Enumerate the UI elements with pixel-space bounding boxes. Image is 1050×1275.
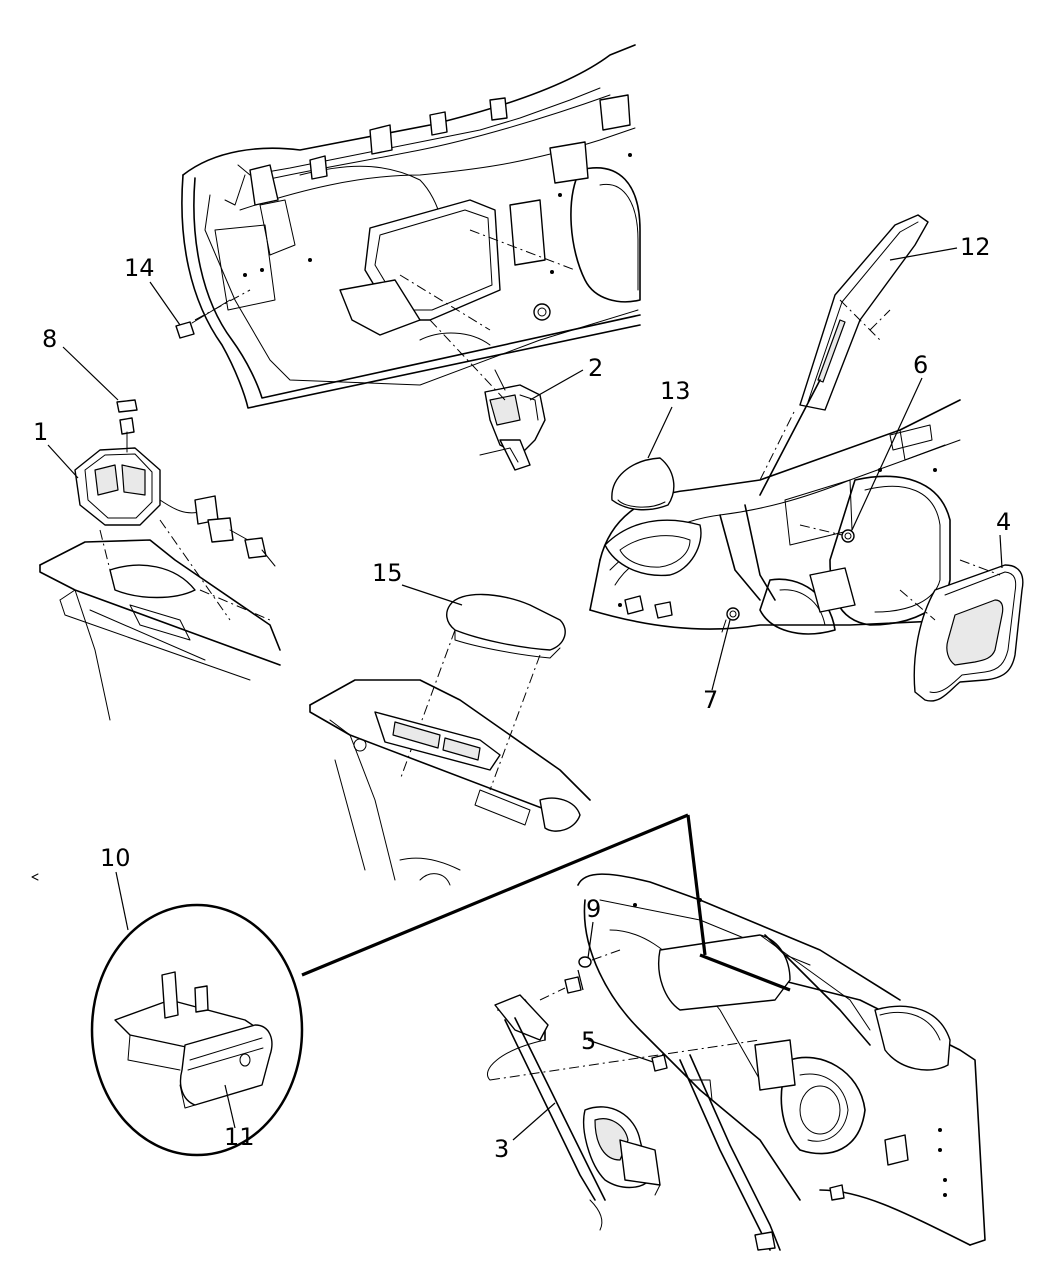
door-inner-panel-top	[181, 44, 641, 409]
detail-circle-10	[90, 813, 707, 1157]
callout-14: 14	[124, 254, 155, 282]
callout-12: 12	[960, 233, 991, 261]
armrest-left	[39, 519, 281, 721]
armrest-center	[309, 679, 591, 886]
callout-9: 9	[586, 895, 601, 923]
callout-8: 8	[42, 325, 57, 353]
callout-1: 1	[33, 418, 48, 446]
armrest-pad-15	[399, 593, 566, 791]
callout-13: 13	[660, 377, 691, 405]
callout-labels: 1 2 3 4 5 6 7 8 9 10 11 12 13 14 15	[33, 233, 1011, 1163]
watershield-4	[899, 559, 1024, 702]
callout-3: 3	[494, 1135, 509, 1163]
callout-6: 6	[913, 351, 928, 379]
screw-14	[175, 289, 251, 339]
leader-lines	[47, 247, 1003, 1141]
callout-4: 4	[996, 508, 1011, 536]
small-mark	[31, 873, 39, 881]
door-latch-2	[429, 319, 546, 471]
door-panel-bottom	[577, 873, 986, 1246]
washer-9	[578, 949, 621, 968]
switch-bracket-1	[74, 399, 276, 567]
speaker-grille-13	[611, 457, 675, 511]
door-panel-right	[589, 399, 961, 635]
nut-5	[539, 976, 668, 1072]
fastener-7	[721, 607, 740, 633]
fastener-6	[799, 524, 855, 543]
callout-11: 11	[224, 1123, 255, 1151]
callout-2: 2	[588, 354, 603, 382]
window-regulator-3	[487, 994, 781, 1251]
callout-15: 15	[372, 559, 403, 587]
callout-5: 5	[581, 1027, 596, 1055]
callout-10: 10	[100, 844, 131, 872]
callout-7: 7	[703, 686, 718, 714]
window-sweep-12	[759, 214, 929, 496]
